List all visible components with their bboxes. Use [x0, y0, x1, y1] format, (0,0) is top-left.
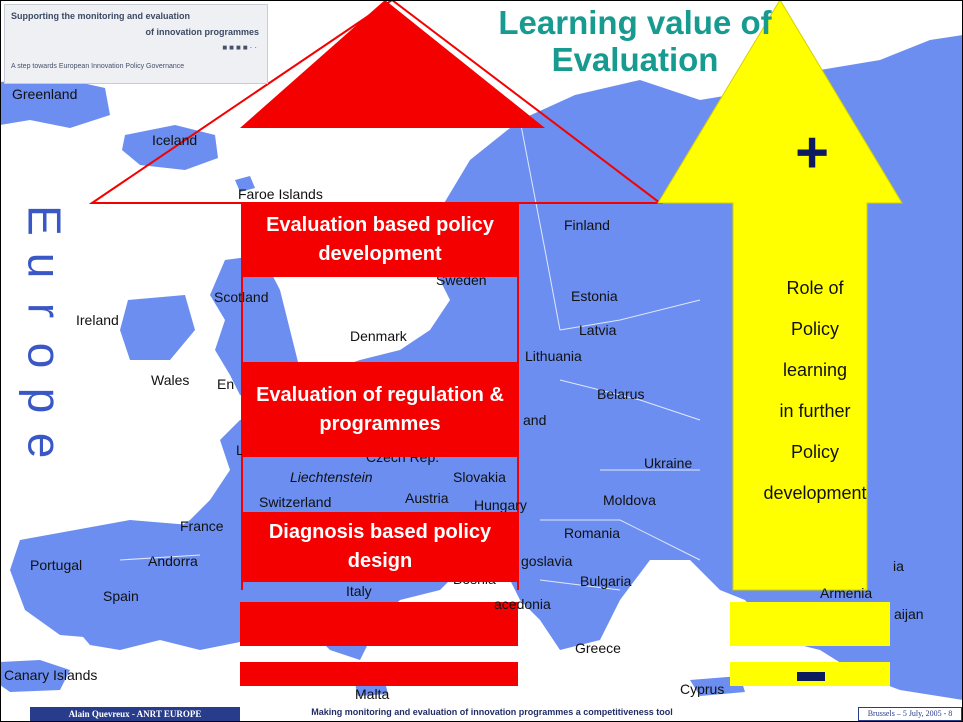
- policy-learning-line: in further: [779, 401, 851, 421]
- map-label-iceland: Iceland: [152, 132, 198, 148]
- policy-learning-line: development: [763, 483, 867, 503]
- logo-tagline: A step towards European Innovation Polic…: [11, 63, 185, 70]
- map-label-bulgaria: Bulgaria: [580, 573, 632, 589]
- box-diagnosis-policy-design-label: Diagnosis based policy design: [268, 521, 492, 572]
- policy-learning-line: learning: [782, 360, 848, 380]
- map-label-romania: Romania: [564, 525, 621, 541]
- yellow-arrow: [657, 0, 903, 591]
- map-label-wales: Wales: [151, 372, 190, 388]
- footer-author: Alain Quevreux - ANRT EUROPE: [30, 707, 240, 721]
- logo-line-2: of innovation programmes: [145, 27, 259, 37]
- map-label-lithuania: Lithuania: [525, 348, 582, 364]
- map-label-macedonia: acedonia: [494, 596, 551, 612]
- map-label-cyprus: Cyprus: [680, 681, 725, 697]
- map-label-faroe: Faroe Islands: [238, 186, 323, 202]
- map-label-armenia: Armenia: [820, 585, 873, 601]
- map-label-austria: Austria: [405, 490, 449, 506]
- logo-dots: ■■■■··: [222, 43, 259, 52]
- plus-icon: +: [795, 120, 829, 185]
- red-bar-1: [240, 602, 518, 646]
- map-label-hungary: Hungary: [474, 497, 527, 513]
- map-label-france: France: [180, 518, 224, 534]
- footer-topic: Making monitoring and evaluation of inno…: [311, 707, 673, 717]
- europe-letter: r: [18, 302, 71, 319]
- project-logo: Supporting the monitoring and evaluation…: [4, 4, 268, 84]
- europe-letter: u: [18, 252, 71, 279]
- box-evaluation-regulation-label: Evaluation of regulation & programmes: [256, 383, 504, 435]
- footer-date-page: Brussels – 5 July, 2005 - 8: [858, 707, 962, 721]
- map-label-moldova: Moldova: [603, 492, 656, 508]
- map-label-latvia: Latvia: [579, 322, 617, 338]
- europe-letter: E: [18, 205, 71, 236]
- map-label-canary: Canary Islands: [4, 667, 98, 683]
- map-label-yugoslavia: goslavia: [521, 553, 573, 569]
- box-evaluation-based-policy: Evaluation based policy development: [242, 203, 518, 277]
- map-label-greenland: Greenland: [12, 86, 78, 102]
- policy-learning-line: Policy: [790, 319, 839, 339]
- map-label-italy: Italy: [346, 583, 372, 599]
- map-label-england: En: [217, 376, 235, 392]
- europe-letter: e: [18, 432, 71, 459]
- europe-vertical-label: E u r o p e: [18, 198, 71, 468]
- logo-line-1: Supporting the monitoring and evaluation: [11, 11, 190, 21]
- map-label-scotland: Scotland: [214, 289, 269, 305]
- map-label-ireland: Ireland: [76, 312, 119, 328]
- map-label-greece: Greece: [575, 640, 621, 656]
- box-diagnosis-policy-design: Diagnosis based policy design: [242, 512, 518, 582]
- map-label-georgia: ia: [893, 558, 904, 574]
- map-label-belarus: Belarus: [597, 386, 645, 402]
- map-label-andorra: Andorra: [148, 553, 198, 569]
- box-evaluation-regulation: Evaluation of regulation & programmes: [242, 362, 518, 457]
- country-borders: [119, 119, 701, 591]
- yellow-bar-1: [730, 602, 890, 646]
- policy-learning-text: Role of Policy learning in further Polic…: [735, 268, 895, 514]
- map-label-malta: Malta: [355, 686, 390, 702]
- footer: [0, 706, 963, 722]
- red-arrow-head: [240, 0, 545, 128]
- europe-letter: o: [18, 342, 71, 369]
- map-label-slovakia: Slovakia: [453, 469, 506, 485]
- map-label-denmark: Denmark: [350, 328, 407, 344]
- map-label-ukraine: Ukraine: [644, 455, 693, 471]
- policy-learning-line: Policy: [790, 442, 839, 462]
- minus-icon: [797, 672, 825, 681]
- map-label-finland: Finland: [564, 217, 610, 233]
- map-label-spain: Spain: [103, 588, 139, 604]
- policy-learning-line: Role of: [786, 278, 844, 298]
- europe-letter: p: [18, 387, 71, 414]
- map-label-portugal: Portugal: [30, 557, 83, 573]
- map-label-estonia: Estonia: [571, 288, 618, 304]
- map-label-poland: and: [523, 412, 547, 428]
- slide-title: Learning value of Evaluation: [498, 4, 772, 78]
- box-evaluation-based-policy-label: Evaluation based policy development: [266, 214, 494, 265]
- red-bar-2: [240, 662, 518, 686]
- map-label-liechtenstein: Liechtenstein: [290, 469, 373, 485]
- map-label-switzerland: Switzerland: [259, 494, 332, 510]
- map-label-azerbaijan: aijan: [894, 606, 924, 622]
